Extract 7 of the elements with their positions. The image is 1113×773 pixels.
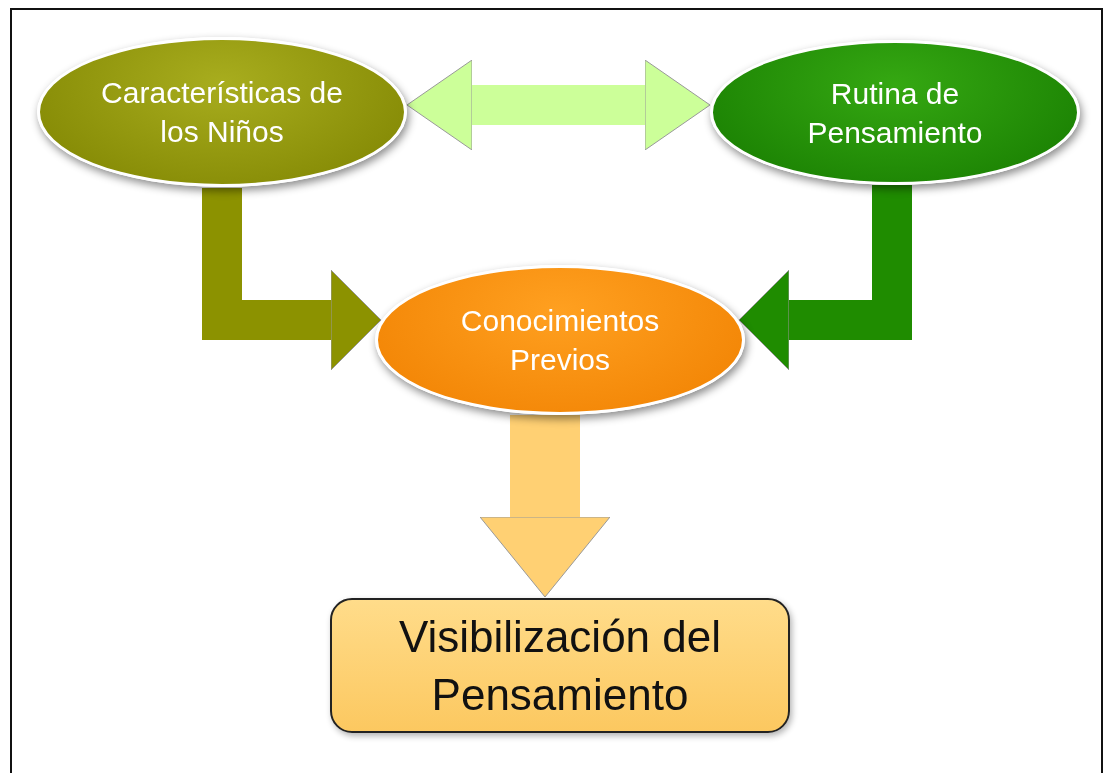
node-label: Rutina de Pensamiento [806,75,984,151]
rounded-box [330,598,790,733]
block-arrow [479,415,611,598]
node-label: Conocimientos Previos [459,303,661,378]
block-arrow [406,59,711,151]
node-label: Visibilización del Pensamiento [398,611,722,721]
node-label: Características de los Niños [100,75,344,150]
